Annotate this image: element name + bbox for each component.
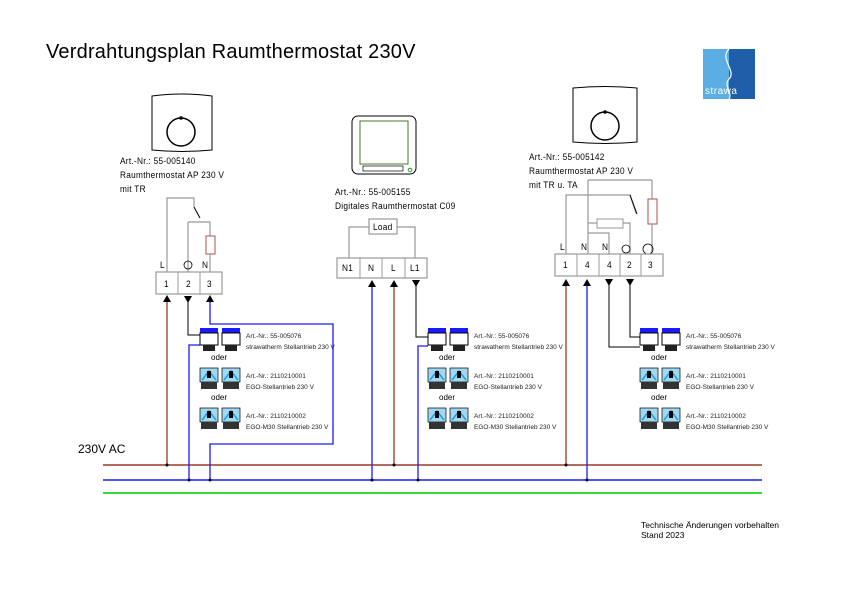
terminal-L1: L1: [410, 263, 420, 273]
ego-actuator-icon: [199, 407, 219, 429]
actuator-name: EGO-M30 Stellantrieb 230 V: [686, 424, 769, 431]
strawatherm-actuator-icon: [199, 328, 219, 351]
resistor-icon: [596, 218, 624, 229]
ego-actuator-icon: [449, 407, 469, 429]
thermostat-1-terminal-block: [155, 271, 223, 295]
logo-wave-icon: [725, 49, 732, 99]
thermostat-3-terminal-block: [554, 253, 664, 277]
actuator-art-nr: Art.-Nr.: 55-005076: [474, 333, 530, 340]
actuator-art-nr: Art.-Nr.: 55-005076: [686, 333, 742, 340]
footer-date: Stand 2023: [641, 530, 685, 540]
oder-separator: oder: [439, 393, 456, 402]
thermostat-1-variant: mit TR: [120, 184, 146, 194]
oder-separator: oder: [651, 393, 668, 402]
actuator-name: strawatherm Stellantrieb 230 V: [686, 344, 775, 351]
terminal-2: 2: [627, 260, 632, 270]
thermostat-1-housing: [151, 93, 213, 152]
terminal-label-L: L: [160, 260, 165, 270]
strawatherm-actuator-icon: [449, 328, 469, 351]
actuator-art-nr: Art.-Nr.: 2110210002: [246, 413, 306, 420]
footer: Technische Änderungen vorbehalten Stand …: [641, 520, 779, 540]
actuator-name: EGO-Stellantrieb 230 V: [686, 384, 754, 391]
sun-icon: [183, 260, 193, 270]
actuator-name: EGO-M30 Stellantrieb 230 V: [474, 424, 557, 431]
actuator-description: Art.-Nr.: 55-005076 strawatherm Stellantr…: [686, 331, 775, 353]
terminal-N1: N1: [342, 263, 354, 273]
terminal-3: 3: [648, 260, 653, 270]
actuator-name: EGO-M30 Stellantrieb 230 V: [246, 424, 329, 431]
ego-actuator-icon: [221, 407, 241, 429]
terminal-label-N: N: [602, 242, 609, 252]
ego-actuator-icon: [221, 367, 241, 389]
oder-separator: oder: [211, 353, 228, 362]
actuator-art-nr: Art.-Nr.: 2110210001: [686, 373, 746, 380]
terminal-label-N: N: [202, 260, 209, 270]
ego-actuator-icon: [427, 407, 447, 429]
actuator-description: Art.-Nr.: 55-005076 strawatherm Stellantr…: [474, 331, 563, 353]
terminal-4: 4: [607, 260, 612, 270]
ego-actuator-icon: [661, 367, 681, 389]
actuator-name: strawatherm Stellantrieb 230 V: [474, 344, 563, 351]
strawatherm-actuator-icon: [427, 328, 447, 351]
actuator-name: EGO-Stellantrieb 230 V: [246, 384, 314, 391]
actuator-name: strawatherm Stellantrieb 230 V: [246, 344, 335, 351]
thermostat-1-art-nr: Art.-Nr.: 55-005140: [120, 156, 196, 166]
load-label: Load: [373, 222, 393, 232]
ego-actuator-icon: [639, 367, 659, 389]
terminal-label-N: N: [581, 242, 588, 252]
ego-actuator-icon: [639, 407, 659, 429]
sun-icon: [621, 244, 631, 254]
resistor-icon: [647, 198, 658, 225]
oder-separator: oder: [211, 393, 228, 402]
actuator-art-nr: Art.-Nr.: 2110210002: [686, 413, 746, 420]
actuator-art-nr: Art.-Nr.: 2110210002: [474, 413, 534, 420]
ego-actuator-icon: [427, 367, 447, 389]
footer-disclaimer: Technische Änderungen vorbehalten: [641, 520, 779, 530]
thermostat-2-name: Digitales Raumthermostat C09: [335, 201, 456, 211]
terminal-N: N: [368, 263, 375, 273]
terminal-1: 1: [164, 279, 169, 289]
terminal-1: 1: [563, 260, 568, 270]
ego-actuator-icon: [661, 407, 681, 429]
terminal-3: 3: [207, 279, 212, 289]
actuator-art-nr: Art.-Nr.: 2110210001: [246, 373, 306, 380]
strawatherm-actuator-icon: [639, 328, 659, 351]
supply-label: 230V AC: [78, 442, 126, 456]
terminal-4: 4: [585, 260, 590, 270]
load-box: [368, 218, 398, 235]
thermostat-2-housing: [351, 115, 417, 175]
thermostat-2-art-nr: Art.-Nr.: 55-005155: [335, 187, 411, 197]
thermostat-3-variant: mit TR u. TA: [529, 180, 578, 190]
strawatherm-actuator-icon: [661, 328, 681, 351]
logo-text: strawa: [705, 86, 738, 97]
ego-actuator-icon: [449, 367, 469, 389]
page-title: Verdrahtungsplan Raumthermostat 230V: [46, 41, 416, 63]
thermostat-2-terminal-block: [336, 257, 428, 279]
actuator-description: Art.-Nr.: 55-005076 strawatherm Stellantr…: [246, 331, 335, 353]
terminal-L: L: [391, 263, 396, 273]
oder-separator: oder: [651, 353, 668, 362]
actuator-art-nr: Art.-Nr.: 2110210001: [474, 373, 534, 380]
ego-actuator-icon: [199, 367, 219, 389]
terminal-label-L: L: [560, 242, 565, 252]
actuator-name: EGO-Stellantrieb 230 V: [474, 384, 542, 391]
thermostat-3-name: Raumthermostat AP 230 V: [529, 166, 634, 176]
actuator-art-nr: Art.-Nr.: 55-005076: [246, 333, 302, 340]
oder-separator: oder: [439, 353, 456, 362]
resistor-icon: [205, 235, 216, 255]
thermostat-3-art-nr: Art.-Nr.: 55-005142: [529, 152, 605, 162]
strawatherm-actuator-icon: [221, 328, 241, 351]
thermostat-1-name: Raumthermostat AP 230 V: [120, 170, 225, 180]
thermostat-3-housing: [572, 86, 638, 144]
terminal-2: 2: [186, 279, 191, 289]
strawa-logo: strawa: [703, 49, 755, 99]
